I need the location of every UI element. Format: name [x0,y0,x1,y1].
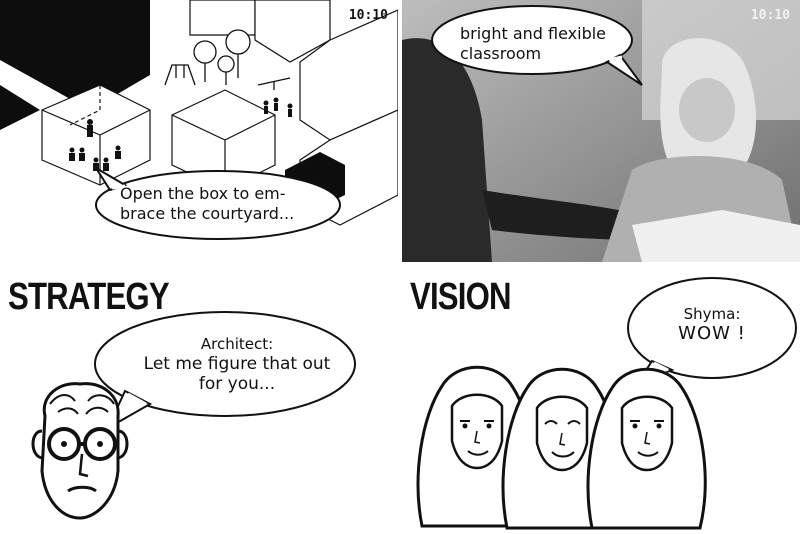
timestamp: 10:10 [750,8,790,23]
exclamation-text: WOW ! [678,323,746,344]
classroom-panel: bright and flexible classroom 10:10 [402,0,800,262]
open-book [632,210,800,262]
girl-face [679,78,735,142]
speech-bubble [627,277,797,379]
architect-hair [49,394,115,415]
three-girls-illustration [416,277,797,530]
architect-mouth [67,485,97,493]
speech-bubble [95,170,341,240]
timestamp: 10:10 [348,8,388,23]
dark-building-edge [0,85,40,130]
box-edge [224,114,276,141]
teacher-silhouette [402,38,492,262]
bubble-line: bright and flexible [460,24,607,43]
classroom-photo [402,0,800,262]
people-figures [69,119,121,171]
strategy-panel: STRATEGY Architect: Let me figure that o… [0,266,398,534]
box-edge [171,114,226,141]
girl-in-hijab-right [586,367,707,530]
architect-eyes [61,441,103,447]
bubble-line: Let me figure that out [143,354,331,374]
vision-heading: VISION [410,276,512,318]
classroom-bubble-text: bright and flexible classroom [460,24,606,64]
children-figures [263,97,293,117]
courtyard-panel: Open the box to em- brace the courtyard.… [0,0,398,262]
vision-bubble-text: Shyma: WOW ! [652,304,772,344]
vision-panel: VISION S [402,266,800,534]
courtyard-bubble-text: Open the box to em- brace the courtyard.… [120,184,294,224]
dashed-edge [69,85,101,126]
tree-icons [193,29,251,85]
architect-nose [78,453,89,478]
bubble-line: classroom [460,44,542,63]
speaker-label: Shyma: [683,305,741,323]
strategy-bubble-text: Architect: Let me figure that out for yo… [132,334,342,394]
isometric-courtyard-illustration [0,0,398,240]
white-box [171,89,276,191]
white-box [189,0,256,36]
bubble-line: for you... [198,374,276,394]
bubble-line: Open the box to em- [120,184,286,203]
architect-face [31,382,129,520]
speech-bubble [94,311,356,417]
speech-bubble [431,5,633,75]
speaker-label: Architect: [200,335,274,353]
dark-building-block [0,0,150,110]
bubble-line: brace the courtyard... [120,204,295,223]
white-box [254,0,331,63]
teacher-arm [482,190,642,240]
box-edge [99,109,151,136]
architect-illustration [31,311,356,520]
playground-icons [164,64,291,90]
strategy-heading: STRATEGY [8,276,170,318]
